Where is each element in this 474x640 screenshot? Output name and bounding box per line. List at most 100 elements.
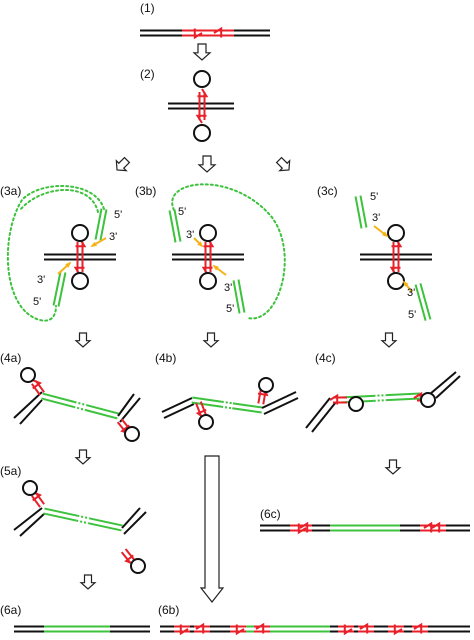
- end-label-3c-bot-5prime: 5': [408, 309, 417, 321]
- step4a-right-strand-b: [119, 397, 141, 423]
- step3a-primer-top-strand-top: [94, 208, 103, 240]
- step4b-green-right-strand-top: [232, 407, 262, 414]
- step-label-4c: (4c): [315, 351, 336, 365]
- step3a-primer-bottom-strand-bottom: [57, 272, 67, 307]
- step2-hairpin-top: [193, 70, 211, 88]
- flow-arrow-3a-4a: [74, 332, 92, 348]
- step6c-arrow-4: [431, 521, 441, 533]
- step4b-left-strand-a: [161, 397, 193, 413]
- end-label-3b-bot-3prime: 3': [224, 282, 233, 294]
- step-label-6b: (6b): [158, 603, 180, 617]
- step3a-hairpin-top: [71, 224, 89, 242]
- step4b-green-gap-top: [220, 405, 233, 410]
- end-label-3a-top-5prime: 5': [114, 209, 123, 221]
- step3a-primer-bottom-strand-top: [52, 271, 62, 306]
- step4b-green-gap-bottom: [221, 400, 234, 405]
- end-label-3a-bot-5prime: 5': [33, 296, 42, 308]
- step3a-dotted-link: [6, 184, 105, 322]
- step5a-left-strand-b: [19, 513, 45, 537]
- step5a-green-left-strand-top: [43, 512, 77, 522]
- flow-arrow-4b-6b: [199, 455, 225, 603]
- step5a-left-strand-a: [13, 507, 43, 531]
- step3c-primer-top-strand-top: [354, 196, 363, 229]
- step-label-3c: (3c): [317, 184, 338, 198]
- step5a-pal-left-bottom: [31, 495, 41, 508]
- step4c-green-gap-top: [373, 399, 387, 402]
- step5a-green-right-strand-bottom: [89, 517, 123, 527]
- step3b-primer-bottom-strand-bottom: [237, 279, 246, 313]
- step4c-hairpin-left: [348, 396, 364, 412]
- end-label-3b-top-3prime: 3': [186, 229, 195, 241]
- step2-hairpin-bottom: [193, 124, 211, 142]
- step3c-anneal-bottom-head: [402, 280, 409, 287]
- step3b-dotted-link: [171, 183, 286, 320]
- step6c-arrow-1: [297, 523, 307, 535]
- step6b-arrow-3: [255, 622, 265, 634]
- step3c-anneal-top-head: [382, 231, 389, 238]
- step-label-4b: (4b): [155, 351, 177, 365]
- step4b-right-strand-b: [263, 397, 299, 415]
- step6c-arrow-3: [423, 521, 433, 533]
- step5a-hairpin-right: [130, 558, 146, 574]
- step3a-hairpin-bottom: [71, 272, 89, 290]
- step-label-4a: (4a): [0, 351, 22, 365]
- flow-arrow-2-3b: [197, 155, 217, 173]
- step4b-pal-left-bottom: [199, 401, 207, 415]
- step4a-hairpin-left: [20, 367, 36, 383]
- step4b-green-left-strand-bottom: [192, 396, 222, 403]
- step3a-dotted-link-2: [19, 189, 99, 213]
- step3b-anneal-bottom-head: [212, 264, 219, 271]
- step2-arrow-up: [197, 88, 209, 98]
- step-label-1: (1): [140, 1, 155, 15]
- step5a-green-right-strand-top: [88, 522, 122, 532]
- end-label-3c-top-3prime: 3': [372, 212, 381, 224]
- step3c-primer-bottom-strand-top: [414, 284, 427, 321]
- step4a-green-right-strand-top: [85, 409, 118, 420]
- step-label-5a: (5a): [0, 464, 22, 478]
- step1-pal-arrow-left: [213, 26, 223, 38]
- step5a-green-left-strand-bottom: [44, 507, 78, 517]
- step3b-primer-top-strand-bottom: [173, 209, 182, 242]
- flow-arrow-4c-6c: [384, 459, 402, 475]
- step5a-right-strand-b: [123, 511, 147, 535]
- step6b-arrow-1: [195, 622, 205, 634]
- step3c-hairpin-bottom: [387, 272, 405, 290]
- end-label-3c-top-5prime: 5': [370, 191, 379, 203]
- step4b-green-left-strand-top: [191, 401, 222, 408]
- step4c-right-strand-b: [435, 375, 461, 399]
- step4a-left-strand-a: [13, 391, 43, 419]
- step1-pal-arrow-right: [193, 28, 203, 40]
- step-label-6a: (6a): [0, 603, 22, 617]
- step3a-anneal-top-head: [90, 241, 97, 247]
- step4a-hairpin-right: [124, 426, 140, 442]
- step6c-arrow-2: [299, 521, 309, 533]
- step4a-left-strand-b: [19, 399, 43, 425]
- step5a-green-gap-top: [76, 519, 89, 525]
- step-label-3b: (3b): [135, 184, 157, 198]
- end-label-3a-bot-3prime: 3': [37, 274, 46, 286]
- flow-arrow-3b-4b: [202, 332, 220, 348]
- step-label-3a: (3a): [0, 184, 22, 198]
- step4a-green-gap-top: [73, 405, 86, 411]
- end-label-3b-bot-5prime: 5': [226, 303, 235, 315]
- step6b-arrow-4: [343, 624, 353, 636]
- step4a-green-left-strand-top: [41, 397, 74, 408]
- end-label-3a-top-3prime: 3': [109, 231, 118, 243]
- flow-arrow-4a-5a: [74, 449, 92, 465]
- step3a-anneal-bottom-head: [65, 261, 72, 268]
- step6b-arrow-7: [413, 622, 423, 634]
- step3b-primer-top-strand-top: [168, 210, 177, 243]
- step3b-hairpin-top: [199, 224, 217, 242]
- step4a-green-right-strand-bottom: [86, 404, 119, 415]
- flow-arrow-2-3a-shape: [115, 156, 131, 172]
- flow-arrow-5a-6a: [79, 574, 97, 590]
- step6b-arrow-5: [359, 622, 369, 634]
- step4c-left-strand-a: [311, 401, 337, 433]
- step4b-pal-right-bottom: [257, 389, 262, 404]
- step5a-hairpin-left: [22, 480, 38, 496]
- end-label-3c-bot-3prime: 3': [407, 287, 416, 299]
- step4a-green-gap-bottom: [74, 401, 87, 407]
- step4c-left-strand-b: [305, 397, 331, 429]
